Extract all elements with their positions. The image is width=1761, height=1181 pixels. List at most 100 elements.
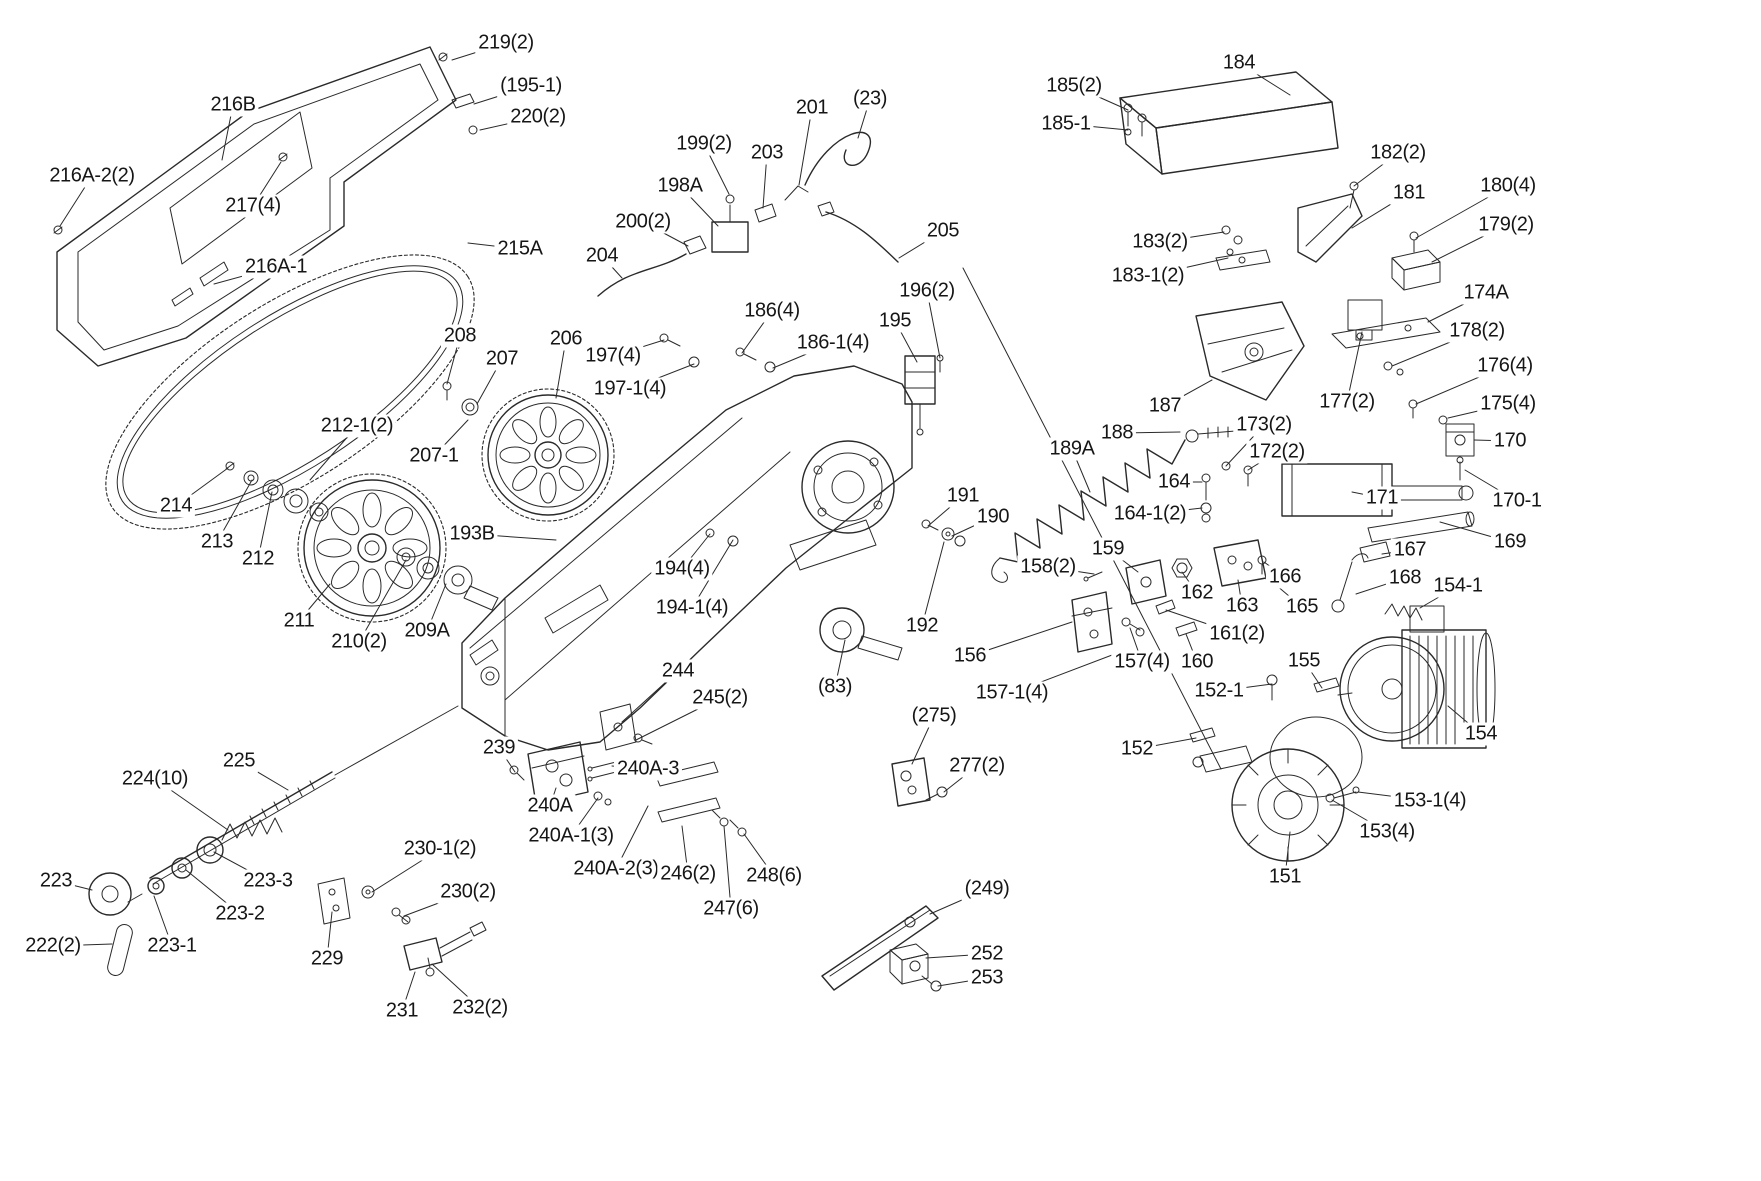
- part-label: 229: [307, 947, 347, 971]
- pivot-bracket-assembly: [1195, 181, 1441, 401]
- lower-band-wheel: [225, 461, 499, 623]
- part-label: 183-1(2): [1108, 264, 1188, 288]
- part-label: 223-2: [212, 902, 268, 926]
- part-label: 154: [1461, 722, 1501, 746]
- part-label: 223-3: [240, 869, 296, 893]
- part-label: 164: [1154, 470, 1194, 494]
- part-label: 197-1(4): [590, 377, 670, 401]
- part-label: 223: [36, 869, 76, 893]
- part-label: 199(2): [673, 132, 735, 156]
- part-label: 190: [973, 505, 1013, 529]
- part-label: 186-1(4): [793, 331, 873, 355]
- part-label: 217(4): [222, 194, 284, 218]
- part-label: 173(2): [1233, 413, 1295, 437]
- part-label: 209A: [401, 619, 453, 643]
- part-label: 169: [1490, 530, 1530, 554]
- part-label: 222(2): [22, 934, 84, 958]
- part-label: 153(4): [1356, 820, 1418, 844]
- part-label: 216B: [207, 93, 259, 117]
- part-label: 168: [1385, 566, 1425, 590]
- part-label: 163: [1222, 594, 1262, 618]
- part-label: 166: [1265, 565, 1305, 589]
- part-label: 175(4): [1477, 392, 1539, 416]
- part-label: 189A: [1046, 437, 1098, 461]
- leader-line: [1346, 331, 1363, 403]
- gearbox: [1189, 674, 1363, 862]
- part-label: 230-1(2): [400, 837, 480, 861]
- part-label: 220(2): [507, 105, 569, 129]
- part-label: 158(2): [1017, 555, 1079, 579]
- part-label: 196(2): [896, 279, 958, 303]
- part-label: 194(4): [651, 557, 713, 581]
- part-label: (195-1): [497, 74, 565, 98]
- cylinder-mount-hardware: [921, 473, 1275, 653]
- part-label: 244: [658, 659, 698, 683]
- part-label: 239: [479, 736, 519, 760]
- part-label: 212-1(2): [317, 414, 397, 438]
- part-label: 253: [967, 966, 1007, 990]
- part-label: 277(2): [946, 754, 1008, 778]
- part-label: 172(2): [1246, 440, 1308, 464]
- part-label: 182(2): [1367, 141, 1429, 165]
- hose-and-valve-assembly: [597, 131, 899, 297]
- part-label: 178(2): [1446, 319, 1508, 343]
- part-label: 203: [747, 141, 787, 165]
- motor: [1337, 603, 1496, 749]
- part-label: 167: [1390, 538, 1430, 562]
- part-label: 164-1(2): [1110, 502, 1190, 526]
- part-label: 184: [1219, 51, 1259, 75]
- part-label: 213: [197, 530, 237, 554]
- part-label: 225: [219, 749, 259, 773]
- part-label: (23): [850, 87, 890, 111]
- part-label: 224(10): [118, 767, 192, 791]
- part-label: 185-1: [1038, 112, 1094, 136]
- part-label: 157(4): [1111, 650, 1173, 674]
- part-label: 195: [875, 309, 915, 333]
- part-label: 212: [238, 547, 278, 571]
- part-label: 171: [1362, 486, 1402, 510]
- part-label: 194-1(4): [652, 596, 732, 620]
- part-label: 206: [546, 327, 586, 351]
- part-label: 174A: [1460, 281, 1512, 305]
- part-label: 155: [1284, 649, 1324, 673]
- part-label: 152-1: [1191, 679, 1247, 703]
- limit-switch: [904, 354, 944, 436]
- part-label: 180(4): [1477, 174, 1539, 198]
- part-label: 210(2): [328, 630, 390, 654]
- part-label: 208: [440, 324, 480, 348]
- part-label: 216A-2(2): [46, 164, 138, 188]
- part-label: 240A-3: [613, 757, 683, 781]
- leader-line: [358, 559, 407, 643]
- part-label: 179(2): [1475, 213, 1537, 237]
- part-label: 183(2): [1129, 230, 1191, 254]
- upper-band-wheel: [442, 381, 615, 522]
- part-label: 176(4): [1474, 354, 1536, 378]
- part-label: 216A-1: [241, 255, 311, 279]
- part-label: 187: [1145, 394, 1185, 418]
- part-label: 230(2): [437, 880, 499, 904]
- blade-cover: [53, 46, 478, 367]
- part-label: 248(6): [743, 864, 805, 888]
- part-label: 207-1: [406, 444, 462, 468]
- part-label: 165: [1282, 595, 1322, 619]
- part-label: 231: [382, 999, 422, 1023]
- part-label: 170-1: [1489, 489, 1545, 513]
- part-label: (83): [815, 675, 855, 699]
- part-label: (275): [908, 704, 960, 728]
- part-label: 204: [582, 244, 622, 268]
- part-label: 240A-1(3): [525, 824, 617, 848]
- part-label: 186(4): [741, 299, 803, 323]
- part-label: 193B: [446, 522, 498, 546]
- part-label: 151: [1265, 865, 1305, 889]
- reference-line: [962, 267, 1222, 770]
- part-label: 161(2): [1206, 622, 1268, 646]
- part-label: 153-1(4): [1390, 789, 1470, 813]
- part-label: 207: [482, 347, 522, 371]
- part-label: 192: [902, 614, 942, 638]
- part-label: 247(6): [700, 897, 762, 921]
- part-label: 177(2): [1316, 390, 1378, 414]
- feed-knob-assembly: [88, 705, 487, 977]
- leader-line: [798, 107, 813, 186]
